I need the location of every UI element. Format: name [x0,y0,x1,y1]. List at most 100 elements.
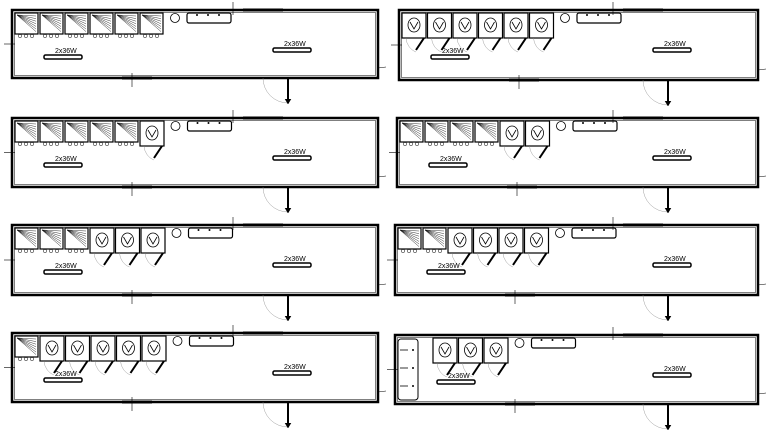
entry-arrow-icon [284,98,292,105]
tap-icon [551,339,554,341]
ceiling-lamp [43,377,83,383]
floor-drain-icon [172,336,183,346]
dimension-tick [757,175,767,178]
cubicle-door [153,145,163,159]
ceiling-lamp [272,47,312,53]
container-inner-wall [14,227,376,293]
cubicle-door [471,362,482,376]
toilet-bowl-icon [407,17,421,33]
shower-tray-hatch [41,229,62,234]
hook-icon [465,142,469,146]
hook-icon [30,142,34,146]
toilet-seat-icon [455,236,465,245]
shower-cabin [399,120,424,143]
shower-tray-hatch [16,122,37,138]
toilet-seat-icon [533,129,542,138]
hook-icon [55,34,59,38]
shower-tray-hatch [476,122,497,140]
toilet-bowl-icon [464,342,477,358]
shower-tray-hatch [451,122,472,138]
shower-tray-hatch [16,122,37,125]
shower-tray-hatch [476,122,497,138]
shower-tray-hatch [451,122,472,132]
hook-icon [149,34,153,38]
toilet-cubicle [477,12,504,39]
door-swing-arc [93,252,105,268]
shower-tray-hatch [116,122,137,125]
washbasin-counter [572,120,618,132]
container-inner-wall [397,227,756,293]
shower-tray-hatch [141,14,162,17]
shower-tray-hatch [16,14,37,22]
toilet-bowl-icon [96,340,110,356]
shower-tray-hatch [91,14,112,22]
shower-cabin [14,335,39,358]
container-inner-wall [399,120,756,185]
hook-icon [407,249,411,253]
shower-tray-hatch [16,122,37,135]
shower-tray-hatch [41,14,62,27]
toilet-bowl-icon [121,232,134,248]
tap-icon [196,14,198,16]
shower-tray-hatch [66,229,87,239]
hook-icon [55,142,59,146]
toilet-seat-icon [491,346,501,355]
dimension-tick [757,68,767,71]
drain-icon [412,349,414,351]
toilet-cubicle [483,337,509,364]
hook-icon [155,34,159,38]
shower-tray-hatch [66,122,87,127]
door-swing-arc [94,360,106,376]
tap-icon [582,122,584,124]
tap-icon [604,122,606,124]
cubicle-door [104,360,114,374]
hook-icon [99,142,103,146]
shower-tray-hatch [116,122,137,130]
shower-tray-hatch [16,14,37,17]
cubicle-door [128,252,139,266]
cubicle-door [440,37,451,51]
ceiling-lamp [272,262,312,268]
shower-tray-hatch [399,229,420,239]
shower-tray-hatch [116,14,137,19]
hook-icon [18,357,22,361]
tap-icon [581,229,583,231]
hook-icon [18,34,22,38]
hook-icon [130,142,134,146]
hook-icon [438,249,442,253]
cubicle-door [78,360,89,374]
tap-icon [219,229,222,231]
shower-cabin [39,120,64,143]
hook-icon [68,34,72,38]
hook-icon [453,142,457,146]
container-wall [10,8,380,80]
hook-icon [118,142,122,146]
toilet-bowl-icon [535,17,548,33]
shower-tray-hatch [16,337,37,342]
shower-tray-hatch [16,14,37,27]
tap-icon [220,337,223,339]
dimension-tick [377,390,387,393]
cubicle-door [155,360,165,374]
cubicle-door [497,362,507,376]
door-swing-arc [487,362,499,378]
shower-tray-hatch [66,229,87,237]
hook-icon [80,142,84,146]
tap-icon [207,14,209,16]
shower-tray-hatch [16,229,37,242]
shower-tray-hatch [401,122,422,127]
tap-icon [196,122,199,124]
shower-tray-hatch [399,229,420,234]
lamp-label: 2x36W [55,263,77,270]
shower-tray-hatch [424,229,445,245]
toilet-seat-icon [507,129,517,138]
shower-tray-hatch [41,122,62,138]
container-inner-wall [14,120,376,185]
tap-icon [209,337,212,339]
tap-icon [208,229,211,231]
hook-icon [434,142,438,146]
shower-tray-hatch [116,122,137,138]
hook-icon [99,34,103,38]
dimension-tick [377,66,387,69]
